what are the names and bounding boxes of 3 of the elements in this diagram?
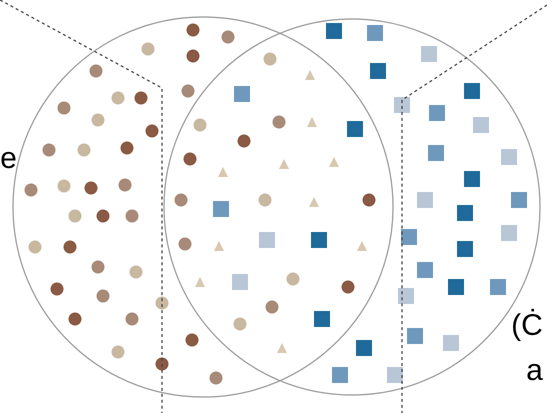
label: (Ċ (513, 308, 542, 342)
label: a (527, 364, 543, 380)
label: e (1, 152, 16, 168)
